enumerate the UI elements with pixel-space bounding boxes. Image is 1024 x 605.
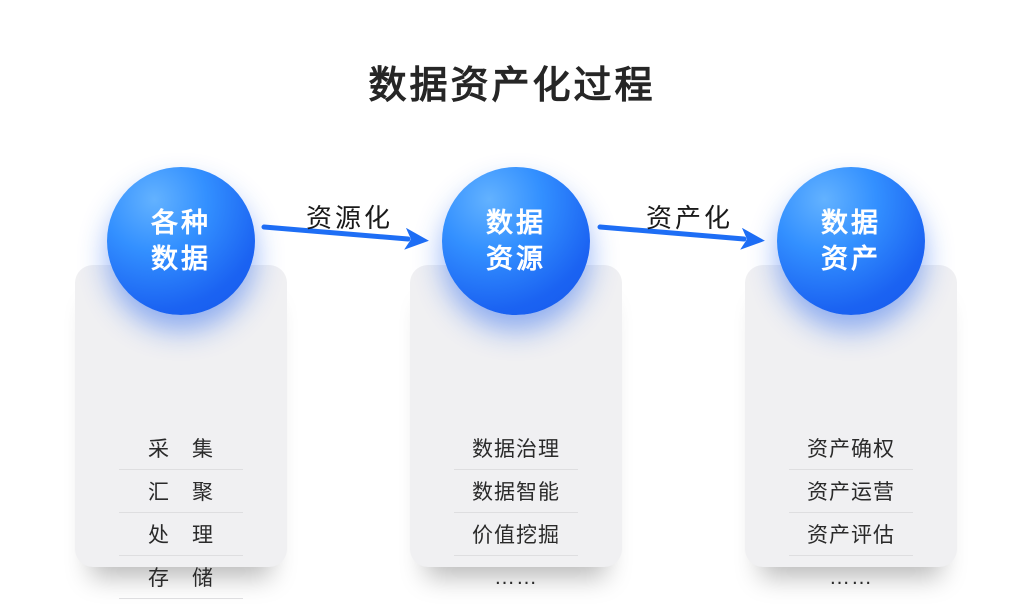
circle-label-line1: 数据 (486, 207, 546, 238)
list-item: 汇 聚 (119, 470, 243, 513)
list-item: 资产运营 (789, 470, 913, 513)
list-item: 价值挖掘 (454, 513, 578, 556)
list-item-ellipsis: …… (829, 565, 873, 589)
stage-circle-data-resource: 数据 资源 (442, 167, 590, 315)
stage-list-raw-data: 采 集 汇 聚 处 理 存 储 …… (119, 427, 243, 605)
list-item-ellipsis: …… (119, 599, 243, 605)
circle-label-line2: 数据 (151, 244, 211, 274)
stage-column-raw-data: 采 集 汇 聚 处 理 存 储 …… 各种 数据 (75, 167, 287, 599)
stage-card-data-asset: 资产确权 资产运营 资产评估 …… (745, 265, 957, 589)
stage-circle-raw-data: 各种 数据 (107, 167, 255, 315)
stage-list-data-resource: 数据治理 数据智能 价值挖掘 …… (454, 427, 578, 599)
list-item-ellipsis: …… (494, 565, 538, 589)
list-item: 数据智能 (454, 470, 578, 513)
list-item: 资产评估 (789, 513, 913, 556)
stage-list-data-asset: 资产确权 资产运营 资产评估 …… (789, 427, 913, 599)
stage-card-data-resource: 数据治理 数据智能 价值挖掘 …… (410, 265, 622, 589)
stage-column-data-asset: 资产确权 资产运营 资产评估 …… 数据 资产 (745, 167, 957, 589)
page-title: 数据资产化过程 (368, 65, 656, 107)
circle-label-line1: 数据 (821, 207, 881, 238)
arrow-label-resourcification: 资源化 (306, 203, 394, 233)
list-item: 存 储 (119, 556, 243, 599)
list-item: 采 集 (119, 427, 243, 470)
stage-circle-data-asset: 数据 资产 (777, 167, 925, 315)
list-item: 资产确权 (789, 427, 913, 470)
circle-label-line2: 资源 (486, 244, 546, 274)
stage-column-data-resource: 数据治理 数据智能 价值挖掘 …… 数据 资源 (410, 167, 622, 589)
list-item: 处 理 (119, 513, 243, 556)
circle-label-line2: 资产 (821, 244, 881, 274)
arrow-label-assetization: 资产化 (646, 203, 734, 233)
stage-card-raw-data: 采 集 汇 聚 处 理 存 储 …… (75, 265, 287, 599)
circle-label-line1: 各种 (151, 207, 211, 238)
list-item: 数据治理 (454, 427, 578, 470)
